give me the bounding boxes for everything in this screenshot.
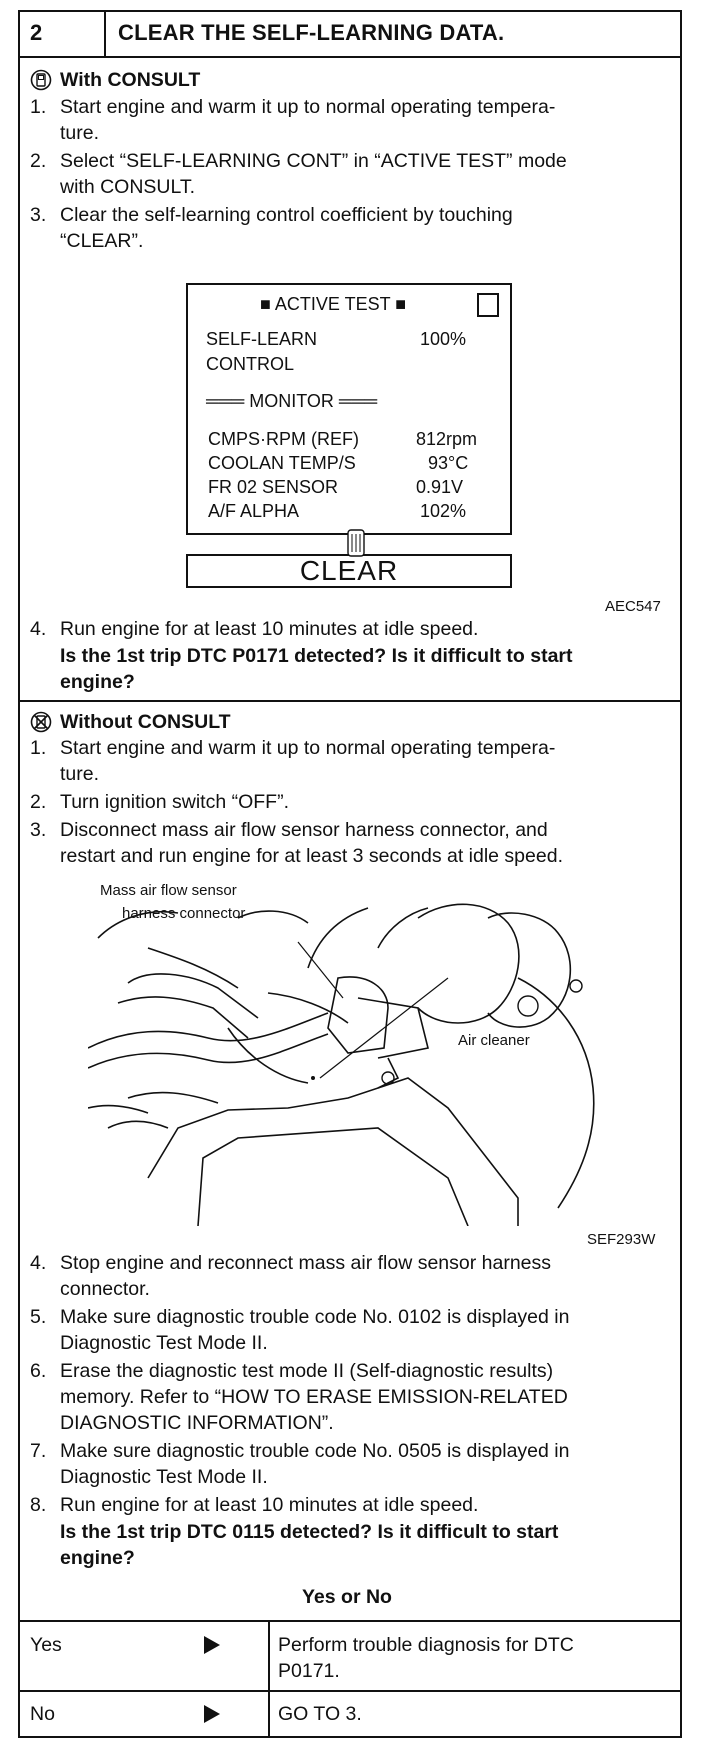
self-learn-value: 100% <box>420 329 467 349</box>
consult-screen: ■ ACTIVE TEST ■ SELF-LEARN 100% CONTROL … <box>186 283 512 535</box>
consult-step-3-line-2: “CLEAR”. <box>60 230 144 252</box>
no-consult-question-line-2: engine? <box>60 1547 135 1569</box>
figure-code-aec547: AEC547 <box>605 598 661 615</box>
consult-step-4-num: 4. <box>30 618 47 640</box>
no-consult-icon <box>30 711 52 733</box>
with-consult-heading: With CONSULT <box>60 69 201 91</box>
consult-step-4-line: Run engine for at least 10 minutes at id… <box>60 618 479 640</box>
figure-code-sef293w: SEF293W <box>587 1231 656 1248</box>
decision-action-yes-line-2: P0171. <box>278 1660 340 1682</box>
consult-step-2-line-1: Select “SELF-LEARNING CONT” in “ACTIVE T… <box>60 150 567 172</box>
no-consult-step-6-line-3: DIAGNOSTIC INFORMATION”. <box>60 1412 334 1434</box>
consult-question-line-1: Is the 1st trip DTC P0171 detected? Is i… <box>60 645 573 667</box>
decision-table-row-rule <box>18 1690 682 1692</box>
clear-button-label: CLEAR <box>299 555 399 586</box>
no-consult-step-3-line-1: Disconnect mass air flow sensor harness … <box>60 819 548 841</box>
no-consult-step-1-line-2: ture. <box>60 763 100 785</box>
figure-label-maf-line-2: harness connector <box>122 905 246 922</box>
no-consult-step-1-num: 1. <box>30 737 47 759</box>
control-label: CONTROL <box>206 354 295 374</box>
decision-table-column-divider <box>268 1620 270 1738</box>
consult-icon <box>30 69 52 91</box>
yes-arrow-icon <box>204 1636 220 1654</box>
no-consult-step-5-line-1: Make sure diagnostic trouble code No. 01… <box>60 1306 570 1328</box>
no-consult-step-4-num: 4. <box>30 1252 47 1274</box>
no-consult-step-5-line-2: Diagnostic Test Mode II. <box>60 1332 268 1354</box>
decision-answer-no: No <box>30 1703 55 1725</box>
monitor-row-value: 0.91V <box>416 477 464 497</box>
decision-action-yes-line-1: Perform trouble diagnosis for DTC <box>278 1634 574 1656</box>
engine-bay-illustration <box>88 903 595 1226</box>
no-consult-step-3-line-2: restart and run engine for at least 3 se… <box>60 845 563 867</box>
without-consult-heading: Without CONSULT <box>60 711 231 733</box>
monitor-row-value: 812rpm <box>416 429 478 449</box>
no-consult-question-line-1: Is the 1st trip DTC 0115 detected? Is it… <box>60 1521 559 1543</box>
no-consult-step-7-line-1: Make sure diagnostic trouble code No. 05… <box>60 1440 570 1462</box>
no-consult-step-4-line-1: Stop engine and reconnect mass air flow … <box>60 1252 552 1274</box>
no-consult-step-1-line-1: Start engine and warm it up to normal op… <box>60 737 556 759</box>
no-consult-step-5-num: 5. <box>30 1306 47 1328</box>
no-consult-step-7-num: 7. <box>30 1440 47 1462</box>
no-consult-step-4-line-2: connector. <box>60 1278 150 1300</box>
no-consult-step-6-line-2: memory. Refer to “HOW TO ERASE EMISSION-… <box>60 1386 568 1408</box>
monitor-row-label: A/F ALPHA <box>208 501 300 521</box>
decision-table-top-rule <box>18 1620 682 1622</box>
yes-or-no-heading: Yes or No <box>302 1586 392 1608</box>
no-consult-step-2-num: 2. <box>30 791 47 813</box>
decision-action-no-line-1: GO TO 3. <box>278 1703 362 1725</box>
no-consult-step-7-line-2: Diagnostic Test Mode II. <box>60 1466 268 1488</box>
header-divider <box>104 10 106 56</box>
no-consult-step-2-line-1: Turn ignition switch “OFF”. <box>60 791 289 813</box>
consult-step-1-line-2: ture. <box>60 122 100 144</box>
consult-step-3-line-1: Clear the self-learning control coeffici… <box>60 204 513 226</box>
clear-button[interactable]: CLEAR <box>186 554 512 588</box>
monitor-row-label: COOLAN TEMP/S <box>208 453 356 473</box>
decision-answer-yes: Yes <box>30 1634 62 1656</box>
consult-question-line-2: engine? <box>60 671 135 693</box>
no-consult-step-8-line-1: Run engine for at least 10 minutes at id… <box>60 1494 479 1516</box>
step-number: 2 <box>30 20 43 45</box>
step-title: CLEAR THE SELF-LEARNING DATA. <box>118 20 505 45</box>
no-consult-step-6-num: 6. <box>30 1360 47 1382</box>
self-learn-label: SELF-LEARN <box>206 329 318 349</box>
procedure-frame <box>18 10 682 1738</box>
section-divider <box>18 700 682 702</box>
monitor-divider: ═══ MONITOR ═══ <box>206 391 378 411</box>
consult-step-1-num: 1. <box>30 96 47 118</box>
consult-step-1-line-1: Start engine and warm it up to normal op… <box>60 96 556 118</box>
header-bottom-rule <box>18 56 682 58</box>
no-consult-step-6-line-1: Erase the diagnostic test mode II (Self-… <box>60 1360 554 1382</box>
screen-header: ■ ACTIVE TEST ■ <box>260 294 407 314</box>
figure-label-maf-line-1: Mass air flow sensor <box>100 882 237 899</box>
no-consult-step-8-num: 8. <box>30 1494 47 1516</box>
monitor-row-value: 93°C <box>428 453 469 473</box>
touch-hand-icon <box>345 528 367 558</box>
no-consult-step-3-num: 3. <box>30 819 47 841</box>
consult-step-2-line-2: with CONSULT. <box>60 176 196 198</box>
monitor-row-label: FR 02 SENSOR <box>208 477 339 497</box>
screen-corner-box <box>477 293 499 317</box>
consult-step-3-num: 3. <box>30 204 47 226</box>
monitor-row-label: CMPS·RPM (REF) <box>208 429 359 449</box>
consult-step-2-num: 2. <box>30 150 47 172</box>
figure-label-air-cleaner: Air cleaner <box>458 1032 530 1049</box>
monitor-row-value: 102% <box>420 501 467 521</box>
no-arrow-icon <box>204 1705 220 1723</box>
